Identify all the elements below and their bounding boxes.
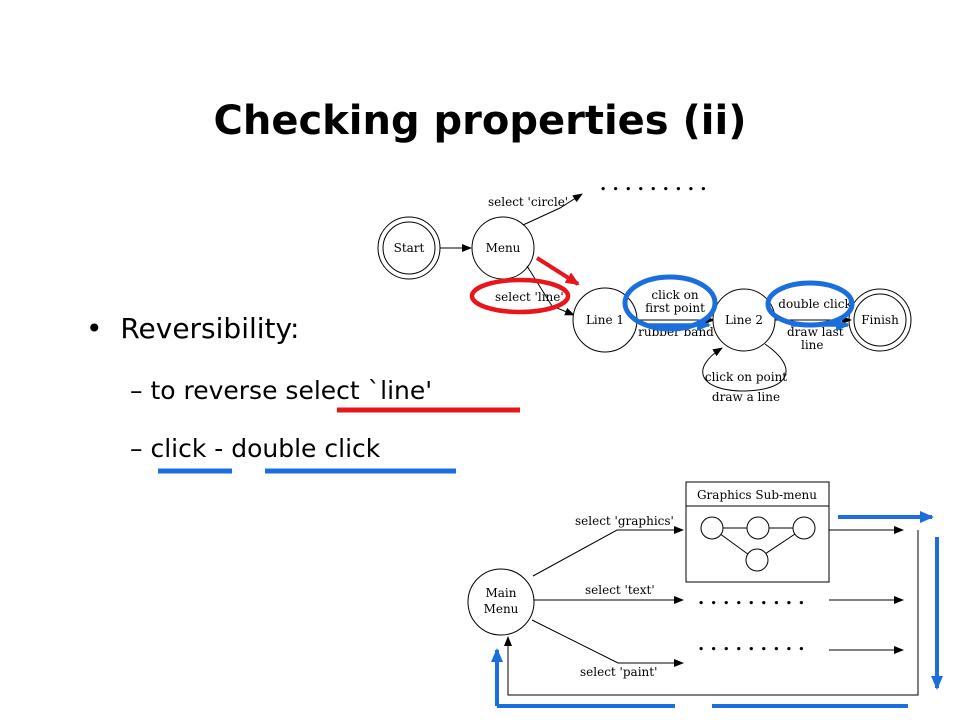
bullet-reversibility: • Reversibility: bbox=[86, 312, 300, 345]
draw-last-label-2: line bbox=[801, 338, 824, 352]
select-circle-label: select 'circle' bbox=[488, 195, 568, 209]
top-state-diagram: . . . . . . . . . Start Menu select 'cir… bbox=[377, 174, 912, 404]
select-graphics-arrow bbox=[532, 526, 684, 577]
bullet-text: Reversibility: bbox=[120, 312, 300, 345]
click-point-label: click on point bbox=[705, 370, 787, 384]
click-text: click bbox=[150, 434, 207, 463]
draw-last-label-1: draw last bbox=[787, 325, 844, 339]
click-first-label-2: first point bbox=[645, 301, 705, 315]
sub-bullet-text: to reverse select `line' bbox=[150, 376, 433, 405]
select-paint-arrow bbox=[531, 619, 684, 667]
text-underlines bbox=[158, 407, 520, 474]
select-text-label: select 'text' bbox=[585, 583, 655, 597]
main-menu-label-1: Main bbox=[485, 586, 516, 600]
start-label: Start bbox=[394, 241, 425, 255]
submenu-node bbox=[745, 548, 769, 572]
line1-label: Line 1 bbox=[586, 313, 624, 327]
finish-label: Finish bbox=[861, 313, 899, 327]
ellipsis-top: . . . . . . . . . bbox=[600, 174, 707, 195]
select-line-label: select 'line' bbox=[495, 290, 564, 304]
click-first-label-1: click on bbox=[651, 288, 698, 302]
main-menu-label-2: Menu bbox=[484, 602, 519, 616]
dash: – bbox=[130, 376, 143, 405]
double-click-label: double click bbox=[778, 297, 852, 311]
separator-text: - bbox=[206, 434, 232, 463]
submenu-node bbox=[700, 516, 724, 540]
return-to-main-loop bbox=[504, 530, 919, 696]
bottom-menu-diagram: Main Menu select 'graphics' select 'text… bbox=[467, 481, 943, 708]
line2-label: Line 2 bbox=[725, 313, 763, 327]
ellipsis-text-row: . . . . . . . . . bbox=[698, 588, 805, 609]
ellipsis-paint-row: . . . . . . . . . bbox=[698, 634, 805, 655]
sub-bullet-reverse: – to reverse select `line' bbox=[130, 376, 432, 405]
select-line-highlight bbox=[469, 277, 571, 315]
double-click-text: double click bbox=[231, 434, 381, 463]
main-menu-state bbox=[467, 568, 535, 636]
line2-self-loop bbox=[702, 343, 787, 392]
select-graphics-label: select 'graphics' bbox=[575, 514, 674, 528]
menu-label: Menu bbox=[486, 241, 521, 255]
reverse-red-arrow bbox=[535, 256, 580, 286]
start-state bbox=[382, 221, 436, 275]
slide-title: Checking properties (ii) bbox=[213, 98, 747, 144]
sub-bullet-click: – click - double click bbox=[130, 434, 380, 463]
submenu-node bbox=[792, 516, 816, 540]
finish-state bbox=[853, 293, 907, 347]
select-paint-label: select 'paint' bbox=[580, 665, 657, 679]
select-circle-arrow bbox=[522, 193, 583, 226]
draw-line-label: draw a line bbox=[712, 390, 780, 404]
dash: – bbox=[130, 434, 143, 463]
submenu-node bbox=[746, 516, 770, 540]
click-highlight bbox=[622, 274, 718, 332]
submenu-title: Graphics Sub-menu bbox=[697, 488, 817, 502]
